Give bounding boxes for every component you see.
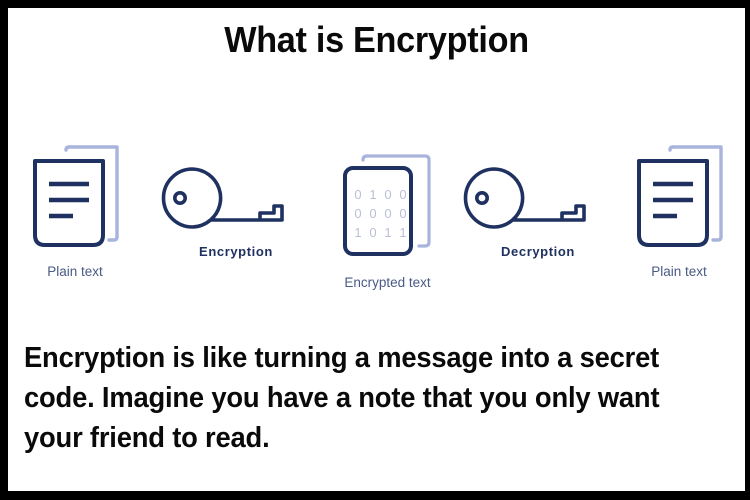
encrypted-document-icon: 0 1 0 0 0 0 0 0 1 0 1 1	[315, 146, 460, 264]
key-icon	[458, 162, 618, 234]
binary-digit: 1	[384, 225, 391, 240]
flow-step-plain-text-left: Plain text	[10, 140, 140, 279]
binary-digit: 1	[369, 187, 376, 202]
binary-digit: 0	[369, 206, 376, 221]
key-icon	[156, 162, 316, 234]
binary-digit: 0	[399, 187, 406, 202]
binary-digit: 0	[399, 206, 406, 221]
binary-digit: 0	[384, 187, 391, 202]
flow-step-label: Encryption	[199, 244, 273, 259]
binary-digit: 1	[354, 225, 361, 240]
flow-step-plain-text-right: Plain text	[613, 140, 745, 279]
flow-step-encrypted-text: 0 1 0 0 0 0 0 0 1 0 1 1	[315, 146, 460, 290]
encryption-flow-diagram: Plain text Encryption	[8, 140, 745, 315]
binary-digit: 0	[384, 206, 391, 221]
flow-step-label: Plain text	[651, 264, 707, 279]
document-icon	[613, 140, 745, 252]
flow-step-label: Plain text	[47, 264, 103, 279]
body-paragraph: Encryption is like turning a message int…	[24, 342, 660, 454]
document-icon	[10, 140, 140, 252]
page-title: What is Encryption	[224, 19, 529, 60]
binary-digit: 1	[399, 225, 406, 240]
flow-step-label: Decryption	[501, 244, 575, 259]
flow-step-decryption: Decryption	[458, 162, 618, 259]
flow-step-label: Encrypted text	[344, 275, 431, 290]
binary-digit: 0	[354, 187, 361, 202]
binary-digit: 0	[369, 225, 376, 240]
binary-digit: 0	[354, 206, 361, 221]
infographic-canvas: What is Encryption	[8, 8, 745, 491]
flow-step-encryption: Encryption	[156, 162, 316, 259]
